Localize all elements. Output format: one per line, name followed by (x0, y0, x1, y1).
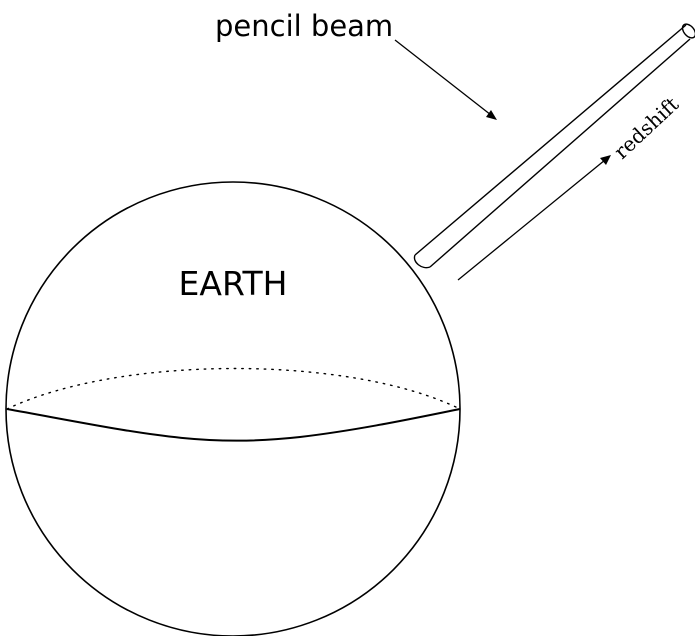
beam-top-cap (681, 23, 695, 39)
equator-back-dotted (6, 367, 461, 410)
redshift-arrow-line (457, 159, 606, 281)
earth-circle (5, 181, 461, 636)
beam-lower-edge (429, 38, 691, 268)
beam-pointer-line (394, 39, 492, 116)
beam-pointer-arrowhead (486, 110, 497, 120)
beam-upper-edge (414, 24, 687, 256)
pencil-beam (413, 23, 695, 269)
redshift-arrowhead (600, 155, 611, 165)
redshift-label: redshift (609, 92, 683, 164)
redshift-arrow (457, 155, 611, 281)
beam-label: pencil beam (215, 9, 393, 43)
beam-pointer (394, 39, 497, 120)
beam-base-cap (413, 254, 431, 269)
earth-label: EARTH (179, 264, 288, 303)
equator-front-solid (6, 408, 461, 442)
